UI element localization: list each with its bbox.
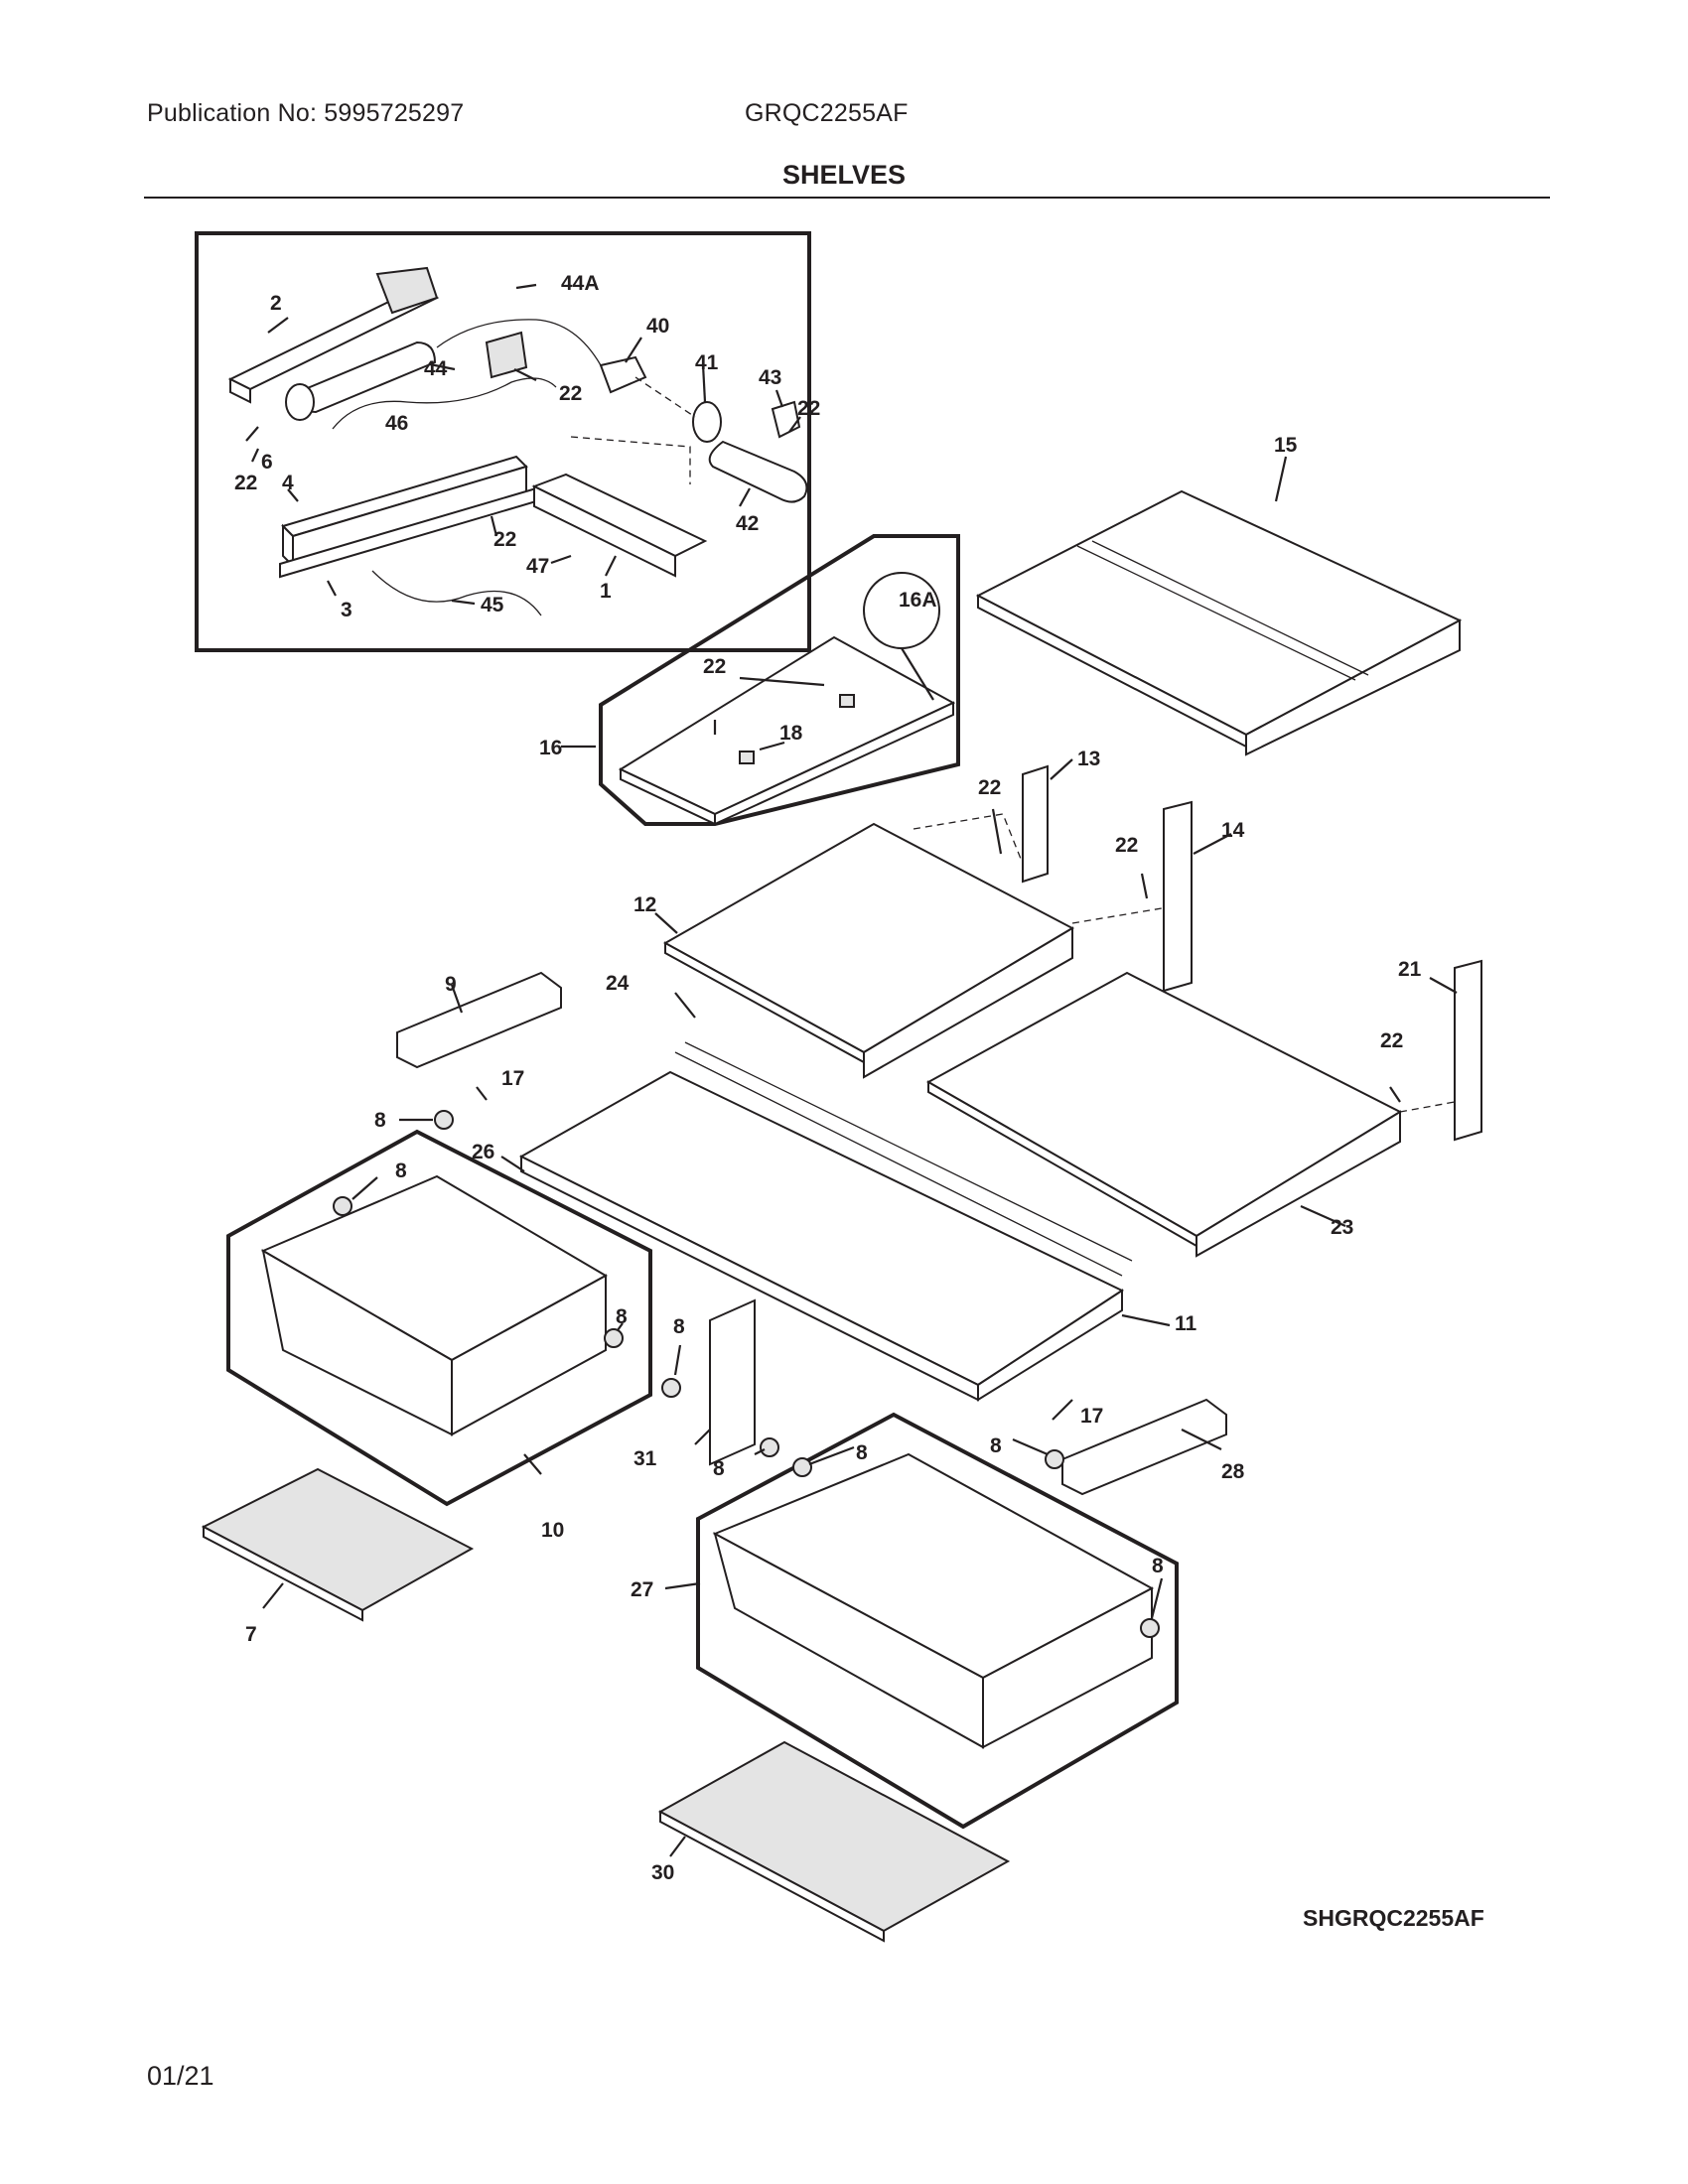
water-filter-inset [195,231,811,652]
callout-42: 42 [736,512,759,535]
callout-22-filter: 22 [797,397,820,420]
callout-8-divider-bottom: 8 [713,1457,725,1480]
crisper-cover-11 [500,992,1171,1402]
callout-44: 44 [424,357,448,380]
callout-8-drawer27-right: 8 [1152,1555,1164,1577]
callout-22-support13: 22 [978,776,1001,799]
callout-9: 9 [445,973,457,996]
callout-45: 45 [481,594,504,616]
shelf-16-inset [561,534,960,826]
callout-14: 14 [1221,819,1245,842]
callout-8-drawer10: 8 [395,1160,407,1182]
callout-12: 12 [633,893,656,916]
shelf-12 [654,822,1075,1079]
callout-21: 21 [1398,958,1422,981]
callout-18: 18 [779,722,803,745]
crisper-glass-7 [201,1467,475,1622]
support-21 [1454,959,1482,1142]
callout-17-right: 17 [1080,1405,1103,1428]
shelf-supports [913,758,1482,1142]
callout-10: 10 [541,1519,564,1542]
left-drawer-inset-frame [226,1129,652,1507]
slide-9 [396,971,562,1069]
header-rule [144,197,1550,199]
callout-22-shelf16: 22 [703,655,726,678]
callout-28: 28 [1221,1460,1245,1483]
callout-43: 43 [759,366,781,389]
water-filter-inset-frame [195,231,811,652]
model-number: GRQC2255AF [745,99,909,127]
callout-15: 15 [1274,434,1298,457]
callout-22-head: 22 [559,382,582,405]
callout-13: 13 [1077,748,1100,770]
callout-16: 16 [539,737,562,759]
crisper-glass-30 [657,1740,1011,1943]
callout-27: 27 [631,1578,653,1601]
filter-cap [692,401,722,443]
callout-17-left: 17 [501,1067,524,1090]
callout-22-housing: 22 [493,528,516,551]
shelf-23 [925,971,1403,1258]
support-13 [1022,764,1049,884]
callout-22-support14: 22 [1115,834,1138,857]
page-date: 01/21 [147,2061,214,2091]
shelf-15 [975,456,1463,756]
crisper-drawer-right-inset [664,1412,1179,1830]
callout-2: 2 [270,292,282,315]
callout-31: 31 [633,1447,657,1470]
support-14 [1163,800,1193,993]
center-divider-31 [694,1298,756,1466]
right-drawer-inset-frame [696,1412,1179,1830]
callout-22-support21: 22 [1380,1029,1403,1052]
valve-block [485,331,528,379]
callout-labels: 2 44A 40 41 43 22 42 44 22 46 6 22 4 22 … [234,272,1422,1884]
filter-adapter [599,355,647,394]
callout-3: 3 [341,599,352,621]
crisper-slides [396,971,1227,1496]
callout-22-left: 22 [234,472,257,494]
callout-40: 40 [646,315,669,338]
callout-23: 23 [1331,1216,1353,1239]
callout-47: 47 [526,555,549,578]
callout-46: 46 [385,412,408,435]
callout-24: 24 [606,972,630,995]
callout-6: 6 [261,451,273,474]
callout-8-drawer27: 8 [856,1441,868,1464]
publication-number: Publication No: 5995725297 [147,99,465,127]
callout-8-slide9: 8 [374,1109,386,1132]
callout-8-drawer10-right: 8 [616,1305,628,1328]
callout-30: 30 [651,1861,674,1884]
callout-16a: 16A [899,589,937,612]
water-filter [708,440,808,503]
callout-26: 26 [472,1141,494,1163]
callout-4: 4 [282,472,294,494]
callout-8-slide28: 8 [990,1434,1002,1457]
section-title: SHELVES [781,160,907,190]
callout-41: 41 [695,351,719,374]
shelf-pad [739,751,755,764]
callout-7: 7 [245,1623,257,1646]
crisper-drawer-left-inset [226,1129,652,1507]
shelf-16-inset-frame [599,534,960,826]
callout-44a: 44A [561,272,600,295]
callout-8-divider: 8 [673,1315,685,1338]
callout-1: 1 [600,580,612,603]
filter-clip [771,400,801,439]
slide-28 [1061,1398,1227,1496]
diagram-code: SHGRQC2255AF [1303,1905,1484,1931]
nuts [333,1086,1164,1638]
callout-11: 11 [1175,1312,1197,1335]
